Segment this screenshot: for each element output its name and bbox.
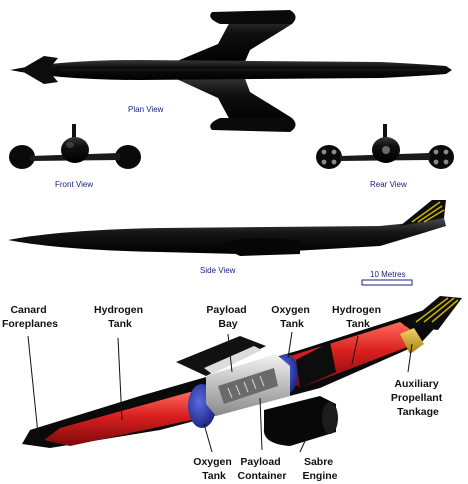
- callout-oxygen-bottom: Oxygen Tank: [193, 456, 234, 482]
- callout-canard: Canard Foreplanes: [2, 304, 58, 330]
- callout-oxygen-top: Oxygen Tank: [271, 304, 312, 330]
- rear-view-drawing: [316, 124, 454, 169]
- callout-hydrogen-aft: Hydrogen Tank: [332, 304, 384, 330]
- callout-payload-container: Payload Container: [237, 456, 286, 482]
- callout-hydrogen-forward: Hydrogen Tank: [94, 304, 146, 330]
- plan-view-drawing: [10, 10, 452, 132]
- leader-lines: [27, 331, 413, 453]
- plan-view-label: Plan View: [128, 105, 164, 114]
- scale-bar-label: 10 Metres: [370, 270, 406, 279]
- callout-sabre-engine: Sabre Engine: [302, 456, 337, 482]
- auxiliary-tankage: [400, 328, 424, 354]
- plan-lower-nacelle: [210, 118, 296, 132]
- cutaway-tail-fin: [404, 296, 462, 330]
- cutaway-drawing: [22, 296, 462, 448]
- scale-bar: [361, 279, 413, 286]
- sabre-engine-nacelle: [263, 396, 336, 446]
- plan-canard: [20, 56, 58, 84]
- payload-bay-door-lower: [296, 342, 336, 388]
- side-view-label: Side View: [200, 266, 236, 275]
- side-nacelle: [220, 238, 300, 256]
- callout-auxiliary: Auxiliary Propellant Tankage: [391, 378, 445, 418]
- plan-upper-nacelle: [210, 10, 296, 24]
- front-view-label: Front View: [55, 180, 93, 189]
- hydrogen-tank-forward: [44, 392, 210, 446]
- side-fuselage: [8, 218, 446, 254]
- plan-lower-wing: [170, 76, 292, 126]
- plan-upper-wing: [170, 16, 292, 64]
- rear-view-label: Rear View: [370, 180, 407, 189]
- side-view-drawing: [8, 200, 446, 256]
- front-view-drawing: [9, 124, 141, 169]
- callout-payload-bay: Payload Bay: [206, 304, 249, 330]
- payload-bay-door-upper: [176, 336, 266, 376]
